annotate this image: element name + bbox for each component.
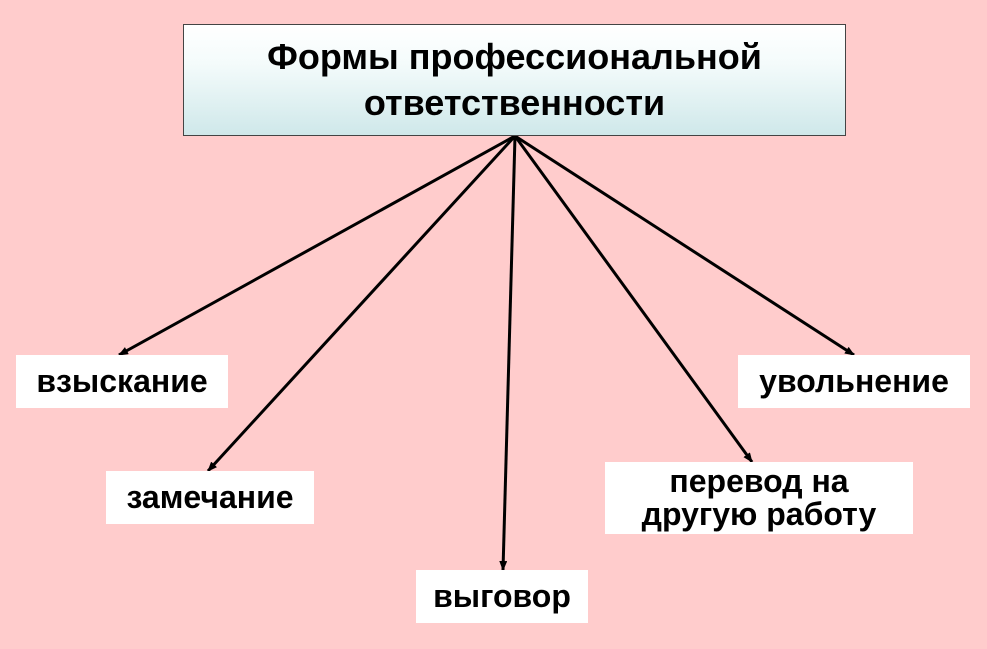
node-perevod: перевод на другую работу: [605, 462, 913, 534]
arrow-to-vzyskanie: [118, 134, 516, 357]
arrow-to-vygovor: [499, 135, 517, 571]
node-zamechanie: замечание: [106, 471, 314, 524]
arrow-to-perevod: [513, 135, 754, 463]
node-label: взыскание: [36, 363, 208, 399]
arrows-group: [118, 134, 855, 571]
diagram-title: Формы профессиональной ответственности: [267, 36, 762, 123]
node-vygovor: выговор: [416, 570, 588, 623]
node-label: выговор: [433, 578, 571, 614]
arrow-to-uvolnenie: [514, 134, 855, 357]
node-label: увольнение: [759, 363, 949, 399]
node-vzyskanie: взыскание: [16, 355, 228, 408]
title-box: Формы профессиональной ответственности: [183, 24, 846, 136]
node-label: замечание: [126, 479, 294, 515]
node-uvolnenie: увольнение: [738, 355, 970, 408]
arrow-to-zamechanie: [206, 134, 517, 473]
node-label: перевод на другую работу: [641, 463, 877, 532]
